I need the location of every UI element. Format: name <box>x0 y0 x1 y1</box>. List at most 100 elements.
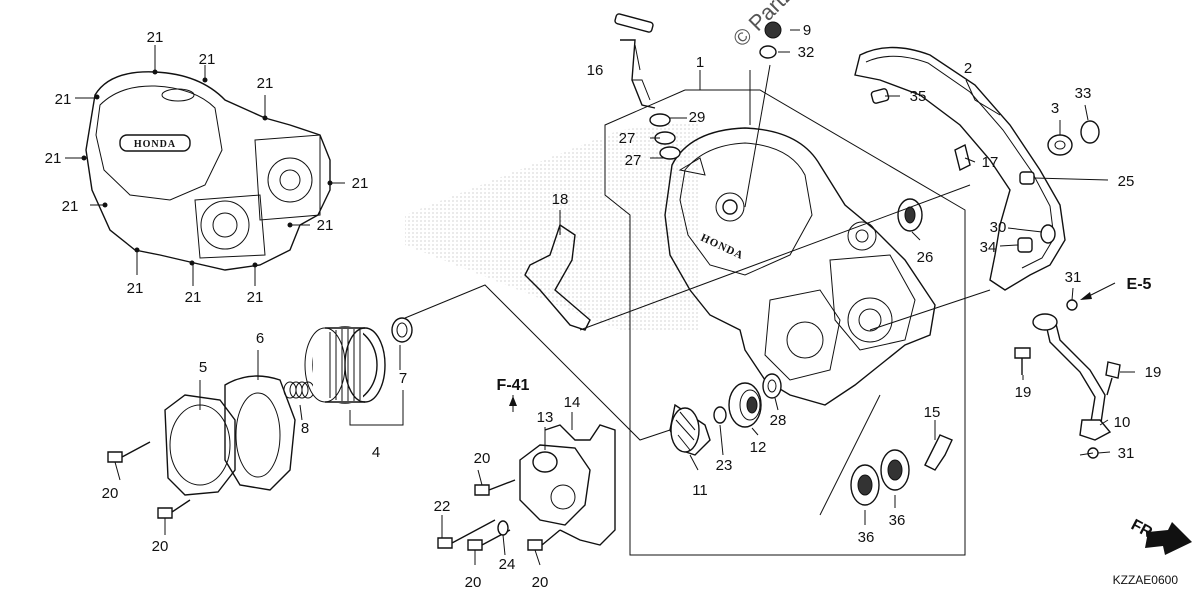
callout-6: 6 <box>256 330 264 347</box>
bolt-20b-drawing <box>157 499 191 519</box>
bearing-26-drawing <box>897 198 923 232</box>
e5-arrowhead <box>1080 292 1092 300</box>
callout-15: 15 <box>924 404 941 421</box>
callout-21j: 21 <box>185 289 202 306</box>
water-pump-cover-drawing <box>519 424 616 546</box>
callout-23: 23 <box>716 457 733 474</box>
callout-21k: 21 <box>247 289 264 306</box>
ref-f41: F-41 <box>497 377 530 394</box>
callout-4: 4 <box>372 444 380 461</box>
plug-9-drawing <box>764 21 782 39</box>
shaft-15-drawing <box>924 434 953 471</box>
callout-13: 13 <box>537 409 554 426</box>
callout-35: 35 <box>910 88 927 105</box>
callout-20e: 20 <box>532 574 549 591</box>
spring-8-drawing <box>283 381 315 399</box>
impeller-11-drawing <box>669 403 711 456</box>
callout-36b: 36 <box>889 512 906 529</box>
ref-e5: E-5 <box>1127 276 1152 293</box>
bearing-36-left-drawing <box>850 464 880 506</box>
dowel-25-drawing <box>1019 171 1035 185</box>
bolt-19b-drawing <box>1105 361 1121 396</box>
dowel-3-drawing <box>1047 134 1073 156</box>
callout-27a: 27 <box>619 130 636 147</box>
callout-30: 30 <box>990 219 1007 236</box>
callout-5: 5 <box>199 359 207 376</box>
callout-3: 3 <box>1051 100 1059 117</box>
callout-27b: 27 <box>625 152 642 169</box>
f41-arrowhead <box>509 396 517 406</box>
oring-30-drawing <box>1040 224 1056 244</box>
oring-27b-drawing <box>659 146 681 160</box>
right-crankcase-cover-drawing: HONDA <box>664 127 936 406</box>
callout-33: 33 <box>1075 85 1092 102</box>
left-cover-logo-plate <box>119 134 191 152</box>
stipple-area <box>405 120 700 330</box>
part-17-drawing <box>954 143 971 172</box>
oring-33-drawing <box>1080 120 1100 144</box>
bearing-36-right-drawing <box>880 449 910 491</box>
callout-20a: 20 <box>102 485 119 502</box>
callout-14: 14 <box>564 394 581 411</box>
oil-pipe-10-drawing <box>1032 313 1112 441</box>
callout-21i: 21 <box>127 280 144 297</box>
diagram-code: KZZAE0600 <box>1113 573 1179 587</box>
oil-filter-element-drawing <box>304 326 386 404</box>
callout-21f: 21 <box>352 175 369 192</box>
gasket-2-drawing <box>854 46 1066 291</box>
callout-2: 2 <box>964 60 972 77</box>
oring-7-drawing <box>391 317 413 343</box>
callout-21g: 21 <box>62 198 79 215</box>
callout-34: 34 <box>980 239 997 256</box>
fr-arrow <box>1145 522 1192 555</box>
callout-leaders <box>65 29 1135 566</box>
callout-28: 28 <box>770 412 787 429</box>
gasket-2-inner <box>865 55 1055 269</box>
callout-21a: 21 <box>147 29 164 46</box>
callout-19a: 19 <box>1015 384 1032 401</box>
callout-11: 11 <box>692 482 708 499</box>
callout-19b: 19 <box>1145 364 1162 381</box>
left-cover-logo: HONDA <box>134 139 176 150</box>
callout-7: 7 <box>399 370 407 387</box>
bolt-19a-drawing <box>1014 347 1031 375</box>
pipe-16-drawing <box>614 13 656 109</box>
oring-32-drawing <box>759 45 777 59</box>
bolt-20e-drawing <box>527 529 561 551</box>
assembly-frame-lines <box>404 64 991 556</box>
bolt-20c-drawing <box>474 479 516 496</box>
callout-18: 18 <box>552 191 569 208</box>
seal-28-drawing <box>762 373 782 399</box>
callout-9: 9 <box>803 22 811 39</box>
bracket-18-drawing <box>524 223 591 331</box>
gasket-6-drawing <box>224 375 296 491</box>
callout-24: 24 <box>499 556 516 573</box>
callout-31b: 31 <box>1118 445 1135 462</box>
callout-36a: 36 <box>858 529 875 546</box>
oring-29-drawing <box>649 113 671 127</box>
callout-22: 22 <box>434 498 451 515</box>
callout-20d: 20 <box>465 574 482 591</box>
right-cover-logo: HONDA <box>699 232 746 262</box>
callout-20c: 20 <box>474 450 491 467</box>
washer-23-drawing <box>713 406 727 424</box>
left-crankcase-cover-drawing: HONDA <box>85 71 331 271</box>
callout-31a: 31 <box>1065 269 1082 286</box>
callout-12: 12 <box>750 439 767 456</box>
callout-21e: 21 <box>45 150 62 167</box>
callout-16: 16 <box>587 62 604 79</box>
callout-17: 17 <box>982 154 999 171</box>
dowel-35-drawing <box>870 88 890 104</box>
callout-21b: 21 <box>199 51 216 68</box>
callout-10: 10 <box>1114 414 1131 431</box>
callout-32: 32 <box>798 44 815 61</box>
callout-21d: 21 <box>55 91 72 108</box>
washer-31a-drawing <box>1066 299 1078 311</box>
callout-21h: 21 <box>317 217 334 234</box>
collar-34-drawing <box>1017 237 1033 253</box>
bolt-20a-drawing <box>107 441 151 463</box>
bolt-22-drawing <box>437 519 496 549</box>
callout-25: 25 <box>1118 173 1135 190</box>
gasket-6-inner <box>235 392 281 478</box>
callout-1: 1 <box>696 54 704 71</box>
